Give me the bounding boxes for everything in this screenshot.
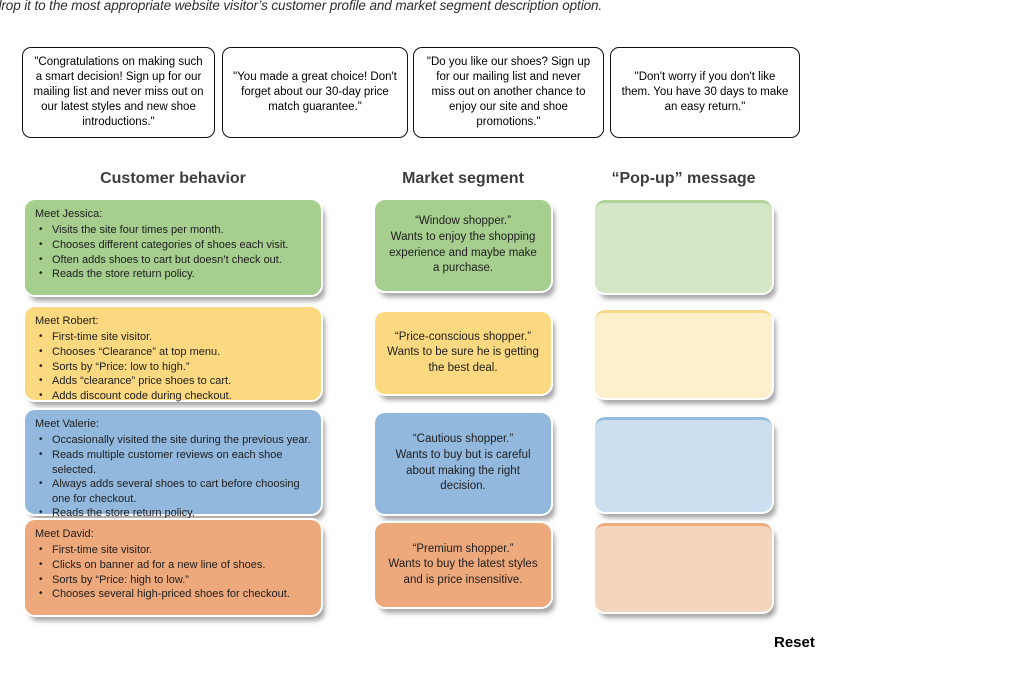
behavior-title: Meet Valerie: [35, 418, 99, 430]
segment-card-cautious-shopper: “Cautious shopper.” Wants to buy but is … [375, 413, 551, 514]
reset-button[interactable]: Reset [774, 634, 815, 651]
behavior-bullet-list: First-time site visitor. Chooses “Cleara… [35, 330, 311, 403]
bullet-item: First-time site visitor. [35, 330, 311, 345]
popup-message-card-price-match[interactable]: "You made a great choice! Don't forget a… [222, 47, 408, 138]
bullet-item: Sorts by “Price: low to high.” [35, 360, 311, 375]
bullet-item: Chooses different categories of shoes ea… [35, 238, 311, 253]
behavior-bullet-list: Occasionally visited the site during the… [35, 433, 311, 521]
bullet-item: Occasionally visited the site during the… [35, 433, 311, 448]
popup-card-text: "Don't worry if you don't like them. You… [621, 70, 789, 114]
segment-quote: “Premium shopper.” [412, 542, 514, 555]
bullet-item: Adds “clearance” price shoes to cart. [35, 374, 311, 389]
popup-message-card-easy-return[interactable]: "Don't worry if you don't like them. You… [610, 47, 800, 138]
segment-desc: Wants to buy the latest styles and is pr… [388, 558, 538, 586]
popup-message-card-mailing-list-purchase[interactable]: "Congratulations on making such a smart … [22, 47, 215, 138]
bullet-item: Reads the store return policy. [35, 267, 311, 282]
behavior-card-robert: Meet Robert: First-time site visitor. Ch… [25, 307, 321, 403]
dropzone-price-conscious-shopper[interactable] [595, 310, 772, 398]
behavior-card-david: Meet David: First-time site visitor. Cli… [25, 520, 321, 615]
bullet-item: Chooses “Clearance” at top menu. [35, 345, 311, 360]
instruction-text: drop it to the most appropriate website … [0, 0, 603, 13]
segment-card-premium-shopper: “Premium shopper.” Wants to buy the late… [375, 523, 551, 607]
behavior-title: Meet David: [35, 528, 94, 540]
bullet-item: Reads the store return policy. [35, 506, 311, 521]
dropzone-window-shopper[interactable] [595, 200, 772, 293]
segment-desc: Wants to be sure he is getting the best … [387, 346, 539, 374]
bullet-item: First-time site visitor. [35, 543, 311, 558]
bullet-item: Sorts by “Price: high to low.” [35, 573, 311, 588]
behavior-title: Meet Robert: [35, 315, 99, 327]
column-header-customer-behavior: Customer behavior [100, 170, 246, 187]
segment-card-window-shopper: “Window shopper.” Wants to enjoy the sho… [375, 200, 551, 291]
popup-message-card-mailing-list-promotions[interactable]: "Do you like our shoes? Sign up for our … [413, 47, 604, 138]
popup-card-text: "Do you like our shoes? Sign up for our … [426, 55, 591, 129]
column-header-popup-message: “Pop-up” message [611, 170, 756, 187]
dropzone-cautious-shopper[interactable] [595, 417, 772, 512]
bullet-item: Visits the site four times per month. [35, 223, 311, 238]
popup-card-text: "Congratulations on making such a smart … [33, 55, 204, 129]
segment-desc: Wants to enjoy the shopping experience a… [389, 230, 537, 275]
dropzone-premium-shopper[interactable] [595, 523, 772, 612]
bullet-item: Clicks on banner ad for a new line of sh… [35, 558, 311, 573]
bullet-item: Often adds shoes to cart but doesn’t che… [35, 253, 311, 268]
behavior-bullet-list: Visits the site four times per month. Ch… [35, 223, 311, 282]
segment-desc: Wants to buy but is careful about making… [395, 448, 531, 493]
bullet-item: Chooses several high-priced shoes for ch… [35, 587, 311, 602]
segment-quote: “Window shopper.” [415, 215, 511, 228]
popup-card-text: "You made a great choice! Don't forget a… [233, 70, 397, 114]
column-header-market-segment: Market segment [402, 170, 524, 187]
behavior-card-valerie: Meet Valerie: Occasionally visited the s… [25, 410, 321, 519]
segment-card-price-conscious-shopper: “Price-conscious shopper.” Wants to be s… [375, 312, 551, 394]
bullet-item: Reads multiple customer reviews on each … [35, 448, 311, 477]
behavior-card-jessica: Meet Jessica: Visits the site four times… [25, 200, 321, 295]
bullet-item: Adds discount code during checkout. [35, 389, 311, 404]
behavior-title: Meet Jessica: [35, 208, 103, 220]
behavior-bullet-list: First-time site visitor. Clicks on banne… [35, 543, 311, 602]
segment-quote: “Cautious shopper.” [412, 433, 514, 446]
bullet-item: Always adds several shoes to cart before… [35, 477, 311, 506]
segment-quote: “Price-conscious shopper.” [394, 330, 532, 343]
